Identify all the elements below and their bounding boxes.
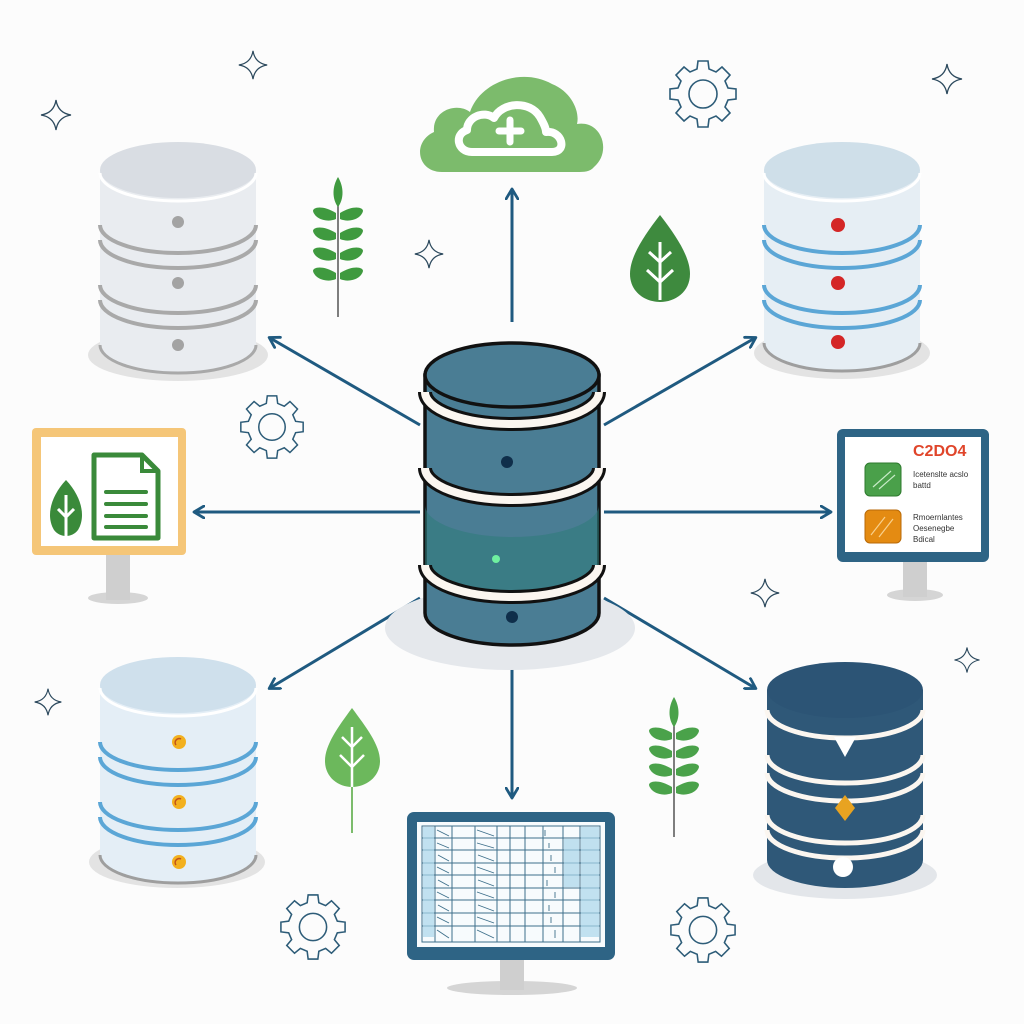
leaf-icon (325, 708, 380, 833)
wheat-sprig-icon (313, 177, 363, 317)
sparkle-icon (40, 99, 72, 131)
central-database-icon[interactable] (380, 330, 650, 685)
spreadsheet-grid (421, 825, 601, 943)
document-leaf-monitor-icon[interactable] (28, 425, 193, 610)
gear-icon (280, 894, 346, 960)
sparkle-icon (931, 63, 963, 95)
arrow-to-db-navy (603, 596, 755, 688)
diamond-icon (835, 795, 855, 821)
status-dot (501, 456, 513, 468)
database-red-led-icon[interactable] (752, 135, 937, 385)
item2-line3: Bdical (913, 535, 935, 544)
leaf-icon (630, 215, 690, 302)
arrow-to-db-gray (270, 338, 421, 427)
cloud-plus-icon[interactable] (412, 62, 612, 180)
arrow-to-db-red (603, 338, 755, 427)
item2-line2: Oesenegbe (913, 524, 955, 533)
item1-line1: Icetenslte acslo (913, 470, 969, 479)
sparkle-icon (750, 578, 780, 608)
database-gray-icon[interactable] (88, 135, 273, 385)
gear-icon (240, 395, 304, 459)
report-monitor-icon[interactable]: C2DO4 Icetenslte acslo battd Rmoernlante… (835, 427, 993, 605)
gear-icon (669, 60, 737, 128)
spreadsheet-monitor-icon[interactable] (405, 810, 620, 995)
item1-line2: battd (913, 481, 931, 490)
database-amber-led-icon[interactable] (85, 650, 275, 895)
sparkle-icon (954, 647, 980, 673)
sparkle-icon (238, 50, 268, 80)
sparkle-icon (34, 688, 62, 716)
database-navy-icon[interactable] (750, 655, 940, 900)
status-dot (506, 611, 518, 623)
report-code: C2DO4 (913, 443, 966, 460)
status-led-green (492, 555, 500, 563)
power-dot-icon (833, 857, 853, 877)
item2-line1: Rmoernlantes (913, 513, 963, 522)
wheat-sprig-icon (649, 697, 699, 837)
download-arrow-icon (834, 737, 856, 757)
sparkle-icon (414, 239, 444, 269)
gear-icon (670, 897, 736, 963)
